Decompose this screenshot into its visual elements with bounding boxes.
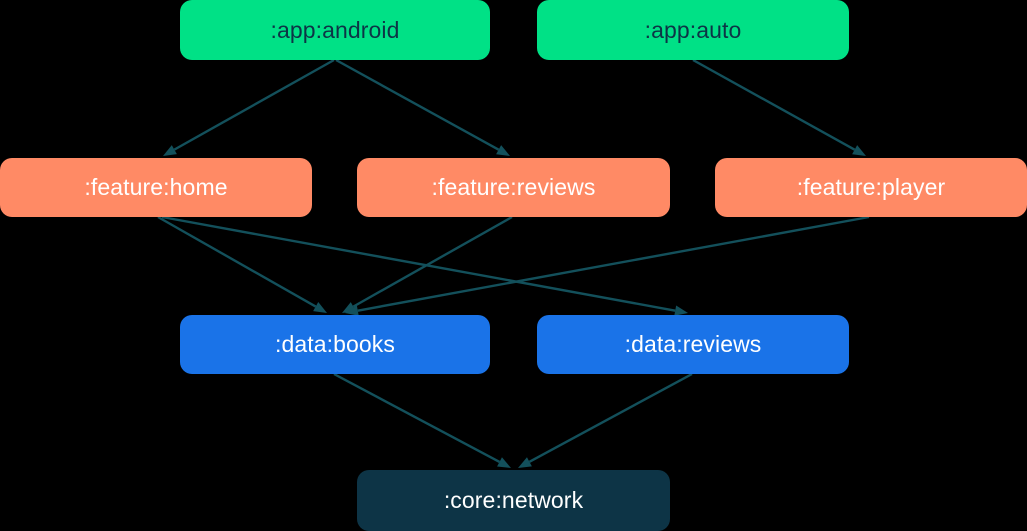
node-label-core-network: :core:network [443, 487, 584, 513]
edge-line [157, 215, 317, 308]
edge-line [528, 372, 693, 463]
edge-arrowhead-icon [163, 145, 177, 156]
node-app-android[interactable]: :app:android [180, 0, 490, 60]
edge-app-android-to-feature-home [163, 58, 335, 156]
node-feature-player[interactable]: :feature:player [715, 158, 1027, 217]
node-feature-home[interactable]: :feature:home [0, 158, 312, 217]
edge-arrowhead-icon [497, 457, 511, 468]
edge-arrowhead-icon [342, 302, 356, 313]
edge-feature-reviews-to-data-books [342, 215, 513, 313]
node-feature-reviews[interactable]: :feature:reviews [357, 158, 670, 217]
edge-line [335, 58, 500, 151]
node-label-feature-player: :feature:player [796, 174, 946, 200]
edge-feature-player-to-data-books [345, 215, 870, 316]
edge-data-books-to-core-network [333, 372, 511, 468]
edge-line [173, 58, 335, 151]
node-label-app-auto: :app:auto [644, 16, 742, 43]
edge-line [692, 58, 856, 151]
node-label-feature-home: :feature:home [84, 174, 228, 200]
edge-arrowhead-icon [313, 302, 327, 313]
node-data-reviews[interactable]: :data:reviews [537, 315, 849, 374]
edge-feature-home-to-data-reviews [161, 215, 688, 316]
node-label-data-reviews: :data:reviews [624, 331, 762, 357]
edge-line [357, 215, 870, 312]
node-app-auto[interactable]: :app:auto [537, 0, 849, 60]
node-label-feature-reviews: :feature:reviews [431, 174, 596, 200]
edge-line [161, 215, 676, 312]
edge-arrowhead-icon [518, 457, 532, 468]
node-data-books[interactable]: :data:books [180, 315, 490, 374]
edge-arrowhead-icon [496, 145, 510, 156]
edge-line [352, 215, 513, 308]
node-label-app-android: :app:android [270, 16, 400, 43]
edge-feature-home-to-data-books [157, 215, 327, 313]
edge-app-auto-to-feature-player [692, 58, 866, 156]
node-core-network[interactable]: :core:network [357, 470, 670, 531]
edge-app-android-to-feature-reviews [335, 58, 510, 156]
node-label-data-books: :data:books [274, 331, 396, 357]
edge-data-reviews-to-core-network [518, 372, 693, 468]
edge-line [333, 372, 501, 463]
edge-arrowhead-icon [852, 145, 866, 156]
